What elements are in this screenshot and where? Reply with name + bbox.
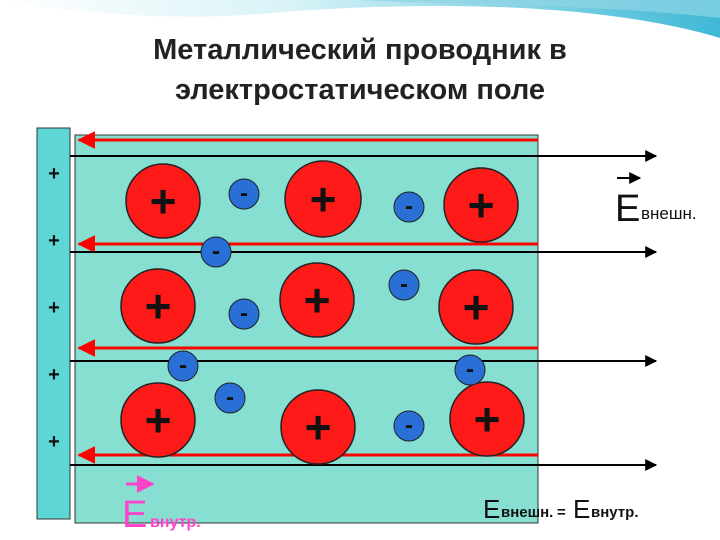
e-external-subscript: внешн. [641,204,697,223]
svg-text:+: + [145,394,172,446]
svg-text:-: - [240,180,248,207]
svg-text:+: + [150,175,177,227]
equality-right-subscript: внутр. [591,504,638,521]
electron: - [454,354,486,386]
plate-charge-plus: + [48,163,60,185]
plate-charge-plus: + [48,431,60,453]
electron: - [393,410,425,442]
electron: - [167,350,199,382]
electron: - [393,191,425,223]
field-equality-label: E внешн. = E внутр. [483,494,638,524]
e-internal-subscript: внутр. [150,514,201,531]
positive-ion: + [120,382,196,458]
header-wave-decoration [0,0,720,38]
plate-charge-plus: + [48,364,60,386]
svg-text:+: + [305,401,332,453]
plate-charge-plus: + [48,297,60,319]
positive-ion: + [449,381,525,457]
svg-text:-: - [466,356,474,383]
electron: - [388,269,420,301]
positive-ion: + [279,262,355,338]
plate-charges: + + + + + [48,163,60,453]
svg-text:+: + [310,173,337,225]
svg-text:-: - [405,412,413,439]
electron: - [200,236,232,268]
electrons: - - - - - - - - [167,178,486,442]
positive-ion: + [280,389,356,465]
positive-ion: + [284,160,362,238]
plate-charge-plus: + [48,230,60,252]
e-internal-letter: E [122,494,147,536]
svg-text:+: + [304,274,331,326]
electron: - [214,382,246,414]
svg-text:+: + [474,393,501,445]
svg-text:-: - [240,300,248,327]
e-external-letter: E [615,188,640,230]
svg-text:-: - [405,193,413,220]
svg-text:-: - [226,384,234,411]
e-external-label: E внешн. [615,172,697,230]
svg-text:-: - [400,271,408,298]
svg-text:-: - [179,352,187,379]
svg-text:+: + [463,281,490,333]
equality-right-letter: E [573,494,590,524]
page-title: Металлический проводник в электростатиче… [0,30,720,110]
title-line-1: Металлический проводник в [153,34,567,66]
equality-sign: = [557,504,566,521]
equality-left-letter: E [483,494,500,524]
svg-text:+: + [468,179,495,231]
e-internal-label: E внутр. [122,475,201,536]
svg-text:+: + [145,280,172,332]
positive-ion: + [438,269,514,345]
positive-ion: + [120,268,196,344]
positive-ion: + [125,163,201,239]
electron: - [228,298,260,330]
electron: - [228,178,260,210]
equality-left-subscript: внешн. [501,504,553,521]
positive-ions: + + + + + + + + [120,160,525,465]
charged-plate [36,127,71,520]
title-line-2: электростатическом поле [174,74,546,106]
svg-text:-: - [212,238,220,265]
positive-ion: + [443,167,519,243]
external-field-lines [70,150,658,471]
